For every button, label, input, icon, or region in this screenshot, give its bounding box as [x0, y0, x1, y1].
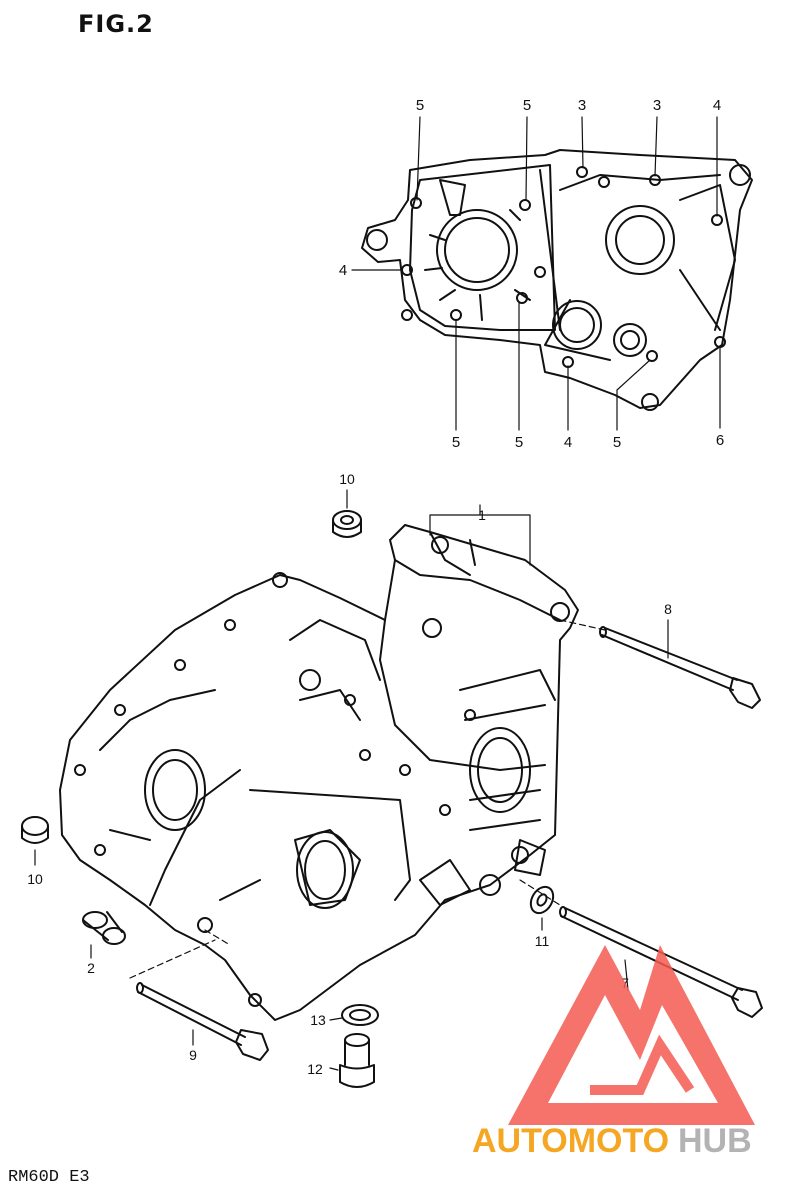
part-10-plug-upper [332, 510, 362, 538]
lower-leader-lines [34, 489, 669, 1071]
callout-label: 13 [310, 1012, 326, 1028]
watermark-logo [508, 945, 755, 1125]
part-2-dowel-pin [82, 911, 126, 945]
callout-label: 5 [416, 97, 424, 114]
callout-label: 5 [613, 434, 621, 451]
upper-leader-lines [351, 116, 721, 431]
callout-label: 5 [515, 434, 523, 451]
part-7-bolt [559, 906, 763, 1018]
figure-title: FIG.2 [78, 10, 154, 38]
callout-label: 3 [653, 97, 661, 114]
callout-label: 4 [564, 434, 572, 451]
callout-label: 9 [189, 1047, 197, 1063]
callout-label: 4 [713, 97, 721, 114]
part-9-bolt [136, 982, 269, 1061]
callout-label: 10 [339, 471, 355, 487]
part-12-drain-plug [339, 1033, 375, 1088]
callout-label: 8 [664, 601, 672, 617]
lower-callouts: 10 1 8 10 2 11 7 9 13 12 [27, 471, 672, 1077]
part-11-washer [529, 885, 555, 915]
callout-label: 4 [339, 262, 347, 279]
callout-label: 10 [27, 871, 43, 887]
callout-label: 1 [478, 507, 486, 523]
callout-label: 2 [87, 960, 95, 976]
watermark-hub: HUB [678, 1122, 752, 1160]
callout-label: 6 [716, 432, 724, 449]
watermark-text: AUTOMOTO HUB [472, 1122, 752, 1160]
watermark-automoto: AUTOMOTO [472, 1122, 669, 1160]
callout-label: 12 [307, 1061, 323, 1077]
callout-label: 5 [452, 434, 460, 451]
callout-label: 3 [578, 97, 586, 114]
model-code: RM60D E3 [8, 1168, 90, 1187]
callout-label: 5 [523, 97, 531, 114]
crankcase-inner-view [361, 149, 753, 411]
callout-label: 11 [535, 933, 550, 949]
part-10-plug-lower [21, 816, 49, 844]
crankcase-assembly [59, 524, 579, 1021]
upper-callouts: 5 5 3 3 4 4 5 5 4 5 6 [339, 97, 724, 451]
part-13-gasket [341, 1004, 379, 1026]
part-8-bolt [599, 626, 761, 709]
